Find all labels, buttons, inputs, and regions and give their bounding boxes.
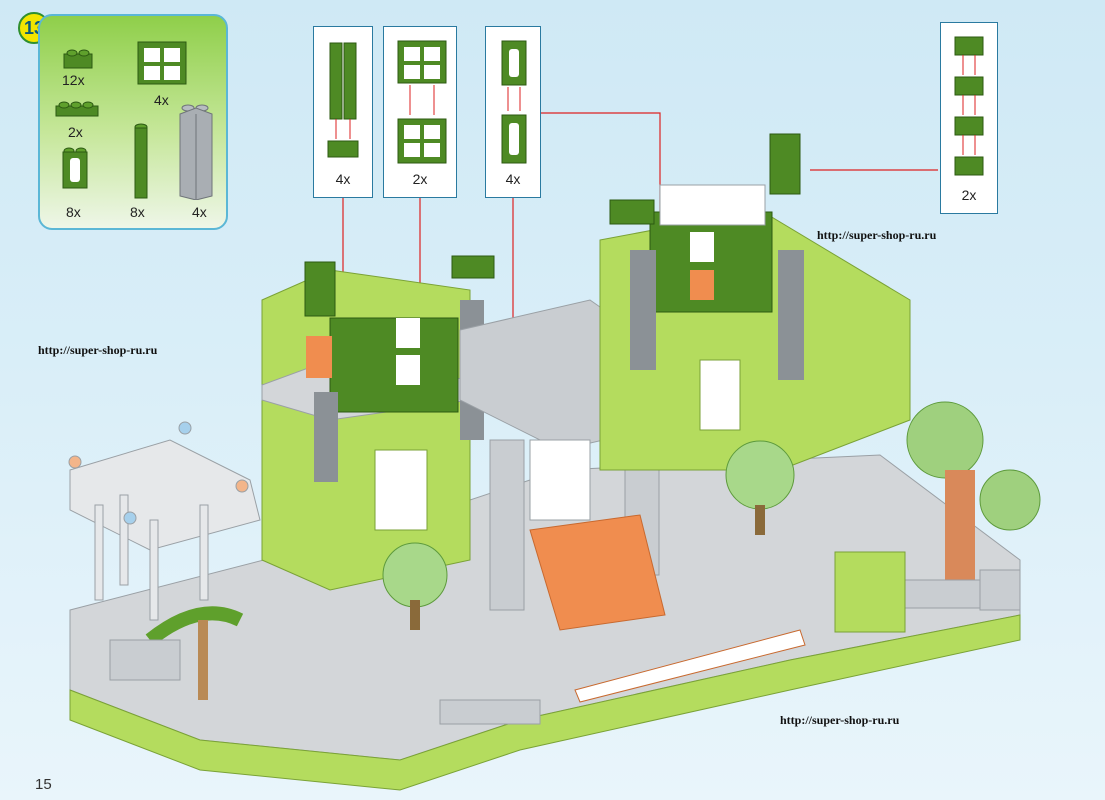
callout-qty: 2x bbox=[961, 187, 977, 203]
callout-qty: 2x bbox=[412, 171, 428, 187]
window-brick-assembly-icon bbox=[501, 40, 527, 164]
left-wing bbox=[261, 255, 495, 591]
parts-list-panel: 12x 4x 2x 8x 8x 4x bbox=[38, 14, 228, 230]
part-qty-brick: 12x bbox=[62, 72, 85, 88]
grey-column-icon bbox=[179, 104, 213, 200]
green-brick-icon bbox=[63, 49, 93, 69]
part-qty-window-frame: 4x bbox=[154, 92, 169, 108]
green-plate-icon bbox=[55, 101, 99, 117]
baseplate-edge bbox=[69, 614, 1021, 791]
callout-window-frame-assembly: 2x bbox=[383, 26, 457, 198]
trees bbox=[145, 401, 1041, 700]
right-wing bbox=[599, 133, 911, 471]
watermark-url: http://super-shop-ru.ru bbox=[780, 713, 900, 727]
fences bbox=[109, 569, 1021, 725]
part-qty-plate: 2x bbox=[68, 124, 83, 140]
part-qty-pillar: 8x bbox=[130, 204, 145, 220]
callout-pillar-assembly: 4x bbox=[313, 26, 373, 198]
part-qty-grey-column: 4x bbox=[192, 204, 207, 220]
green-pillar-icon bbox=[134, 123, 148, 199]
pillar-assembly-icon bbox=[327, 42, 359, 158]
callout-window-brick-assembly: 4x bbox=[485, 26, 541, 198]
callout-qty: 4x bbox=[335, 171, 351, 187]
window-brick-icon bbox=[62, 147, 88, 189]
brick-stack-assembly-icon bbox=[954, 36, 984, 176]
callout-qty: 4x bbox=[505, 171, 521, 187]
page-number: 15 bbox=[35, 776, 52, 793]
watermark-url: http://super-shop-ru.ru bbox=[38, 343, 158, 357]
window-frame-icon bbox=[137, 41, 187, 85]
callout-brick-stack-assembly: 2x bbox=[940, 22, 998, 214]
gazebo bbox=[68, 421, 261, 621]
window-frame-assembly-icon bbox=[397, 40, 447, 164]
guard-booth bbox=[834, 551, 906, 633]
watermark-url: http://super-shop-ru.ru bbox=[817, 228, 937, 242]
part-qty-window-brick: 8x bbox=[66, 204, 81, 220]
